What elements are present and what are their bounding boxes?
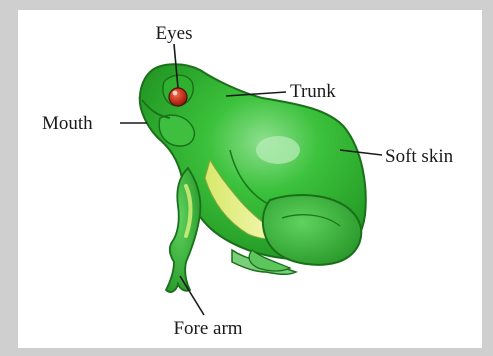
label-fore-arm: Fore arm: [173, 318, 242, 339]
label-eyes: Eyes: [156, 23, 193, 44]
frog-eye: [169, 88, 187, 106]
skin-highlight: [256, 136, 300, 164]
label-trunk: Trunk: [290, 81, 336, 102]
eye-glint: [173, 91, 178, 96]
label-mouth: Mouth: [42, 113, 93, 134]
label-soft-skin: Soft skin: [385, 146, 454, 167]
leader-fore-arm: [180, 276, 204, 315]
fore-arm-shape: [166, 168, 200, 292]
